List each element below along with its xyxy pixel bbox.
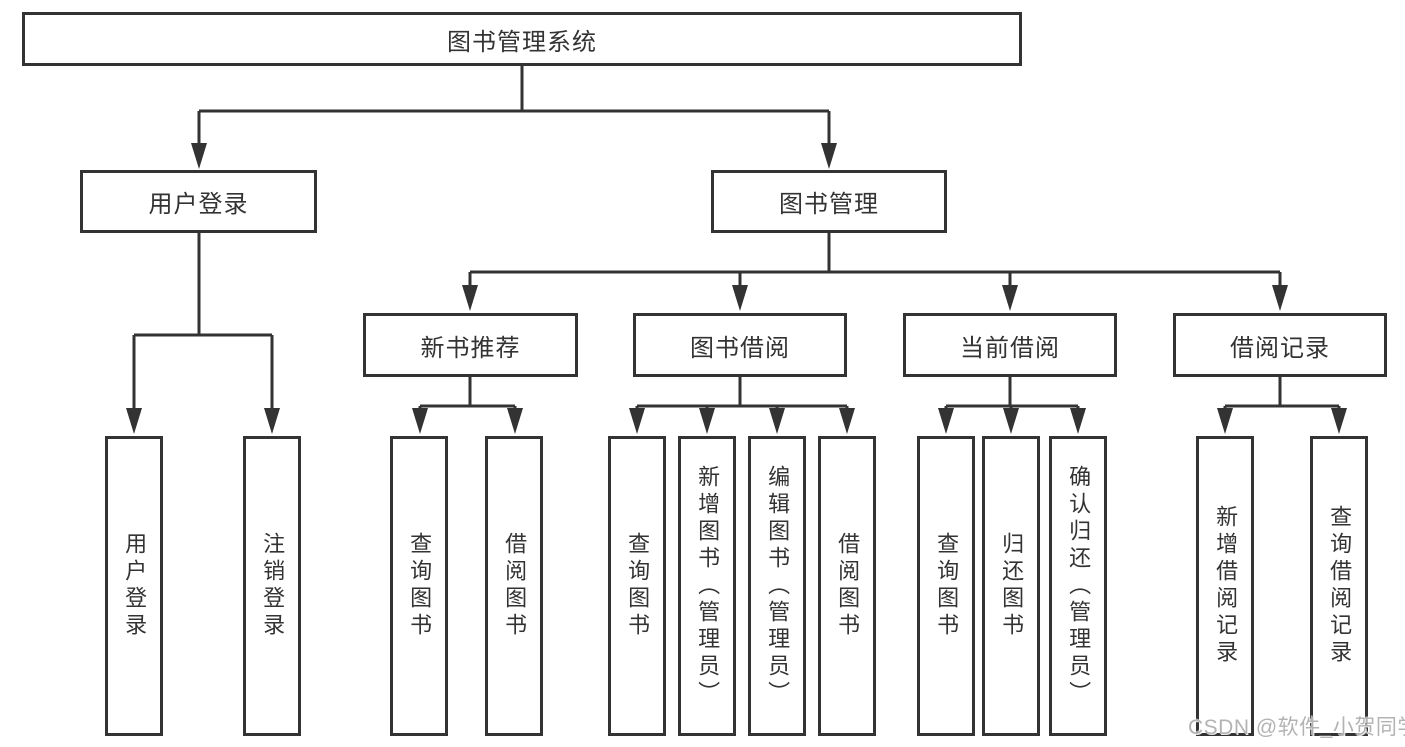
leaf-label: 借阅图书 <box>835 532 861 640</box>
leaf-label: 注销登录 <box>260 532 286 640</box>
node-book-management: 图书管理 <box>711 170 947 233</box>
leaf-recommend-query-books: 查询图书 <box>390 436 448 736</box>
leaf-borrow-borrow-books: 借阅图书 <box>818 436 876 736</box>
leaf-current-query-books: 查询图书 <box>917 436 975 736</box>
arrowheads <box>126 143 1347 434</box>
node-new-book-recommend: 新书推荐 <box>363 313 578 377</box>
arrow-icon <box>1070 408 1086 434</box>
node-borrow-records: 借阅记录 <box>1173 313 1387 377</box>
connector-current-borrow-to-leaves <box>944 377 1080 412</box>
leaf-label: 查询图书 <box>934 532 960 640</box>
leaf-label: 查询图书 <box>625 532 651 640</box>
leaf-borrow-add-books-admin: 新增图书（管理员） <box>678 436 736 736</box>
arrow-icon <box>462 285 478 311</box>
leaf-borrow-edit-books-admin: 编辑图书（管理员） <box>748 436 806 736</box>
leaf-label: 查询借阅记录 <box>1327 505 1353 667</box>
connector-book-mgmt-to-level3 <box>468 233 1282 288</box>
arrow-icon <box>1003 408 1019 434</box>
csdn-watermark: CSDN @软件_小贺同学 <box>1188 716 1405 739</box>
arrow-icon <box>126 408 142 434</box>
arrow-icon <box>821 143 837 169</box>
leaf-records-add-record: 新增借阅记录 <box>1196 436 1254 736</box>
node-current-borrow: 当前借阅 <box>903 313 1117 377</box>
node-label: 图书管理系统 <box>447 28 597 56</box>
leaf-label: 新增图书（管理员） <box>695 464 721 708</box>
leaf-current-return-books: 归还图书 <box>982 436 1040 736</box>
arrow-icon <box>264 408 280 434</box>
leaf-label: 编辑图书（管理员） <box>765 464 791 708</box>
node-label: 用户登录 <box>148 191 249 218</box>
leaf-label: 查询图书 <box>407 532 433 640</box>
arrow-icon <box>1217 408 1233 434</box>
leaf-current-confirm-return-admin: 确认归还（管理员） <box>1049 436 1107 736</box>
arrow-icon <box>191 143 207 169</box>
connector-borrow-records-to-leaves <box>1223 377 1341 412</box>
leaf-label: 用户登录 <box>122 532 148 640</box>
arrow-icon <box>412 408 428 434</box>
arrow-icon <box>1272 285 1288 311</box>
arrow-icon <box>769 408 785 434</box>
leaf-user-login: 用户登录 <box>105 436 163 736</box>
connector-book-borrow-to-leaves <box>635 377 849 412</box>
leaf-records-query-record: 查询借阅记录 <box>1310 436 1368 736</box>
arrow-icon <box>839 408 855 434</box>
arrow-icon <box>699 408 715 434</box>
connector-user-login-to-leaves <box>132 233 274 412</box>
node-label: 图书借阅 <box>690 334 790 362</box>
node-label: 新书推荐 <box>420 334 521 362</box>
arrow-icon <box>1331 408 1347 434</box>
node-user-login: 用户登录 <box>80 170 317 233</box>
leaf-recommend-borrow-books: 借阅图书 <box>485 436 543 736</box>
leaf-label: 借阅图书 <box>502 532 528 640</box>
node-label: 当前借阅 <box>960 334 1060 362</box>
arrow-icon <box>629 408 645 434</box>
leaf-label: 新增借阅记录 <box>1213 505 1239 667</box>
leaf-borrow-query-books: 查询图书 <box>608 436 666 736</box>
arrow-icon <box>507 408 523 434</box>
arrow-icon <box>938 408 954 434</box>
node-library-system: 图书管理系统 <box>22 12 1022 66</box>
arrow-icon <box>1002 285 1018 311</box>
leaf-label: 归还图书 <box>999 532 1025 640</box>
connector-root-to-level2 <box>197 65 831 146</box>
node-book-borrow: 图书借阅 <box>633 313 847 377</box>
node-label: 图书管理 <box>779 191 879 218</box>
leaf-label: 确认归还（管理员） <box>1066 464 1092 708</box>
arrow-icon <box>732 285 748 311</box>
connector-new-book-recommend-to-leaves <box>418 377 517 412</box>
node-label: 借阅记录 <box>1230 334 1330 362</box>
leaf-logout: 注销登录 <box>243 436 301 736</box>
